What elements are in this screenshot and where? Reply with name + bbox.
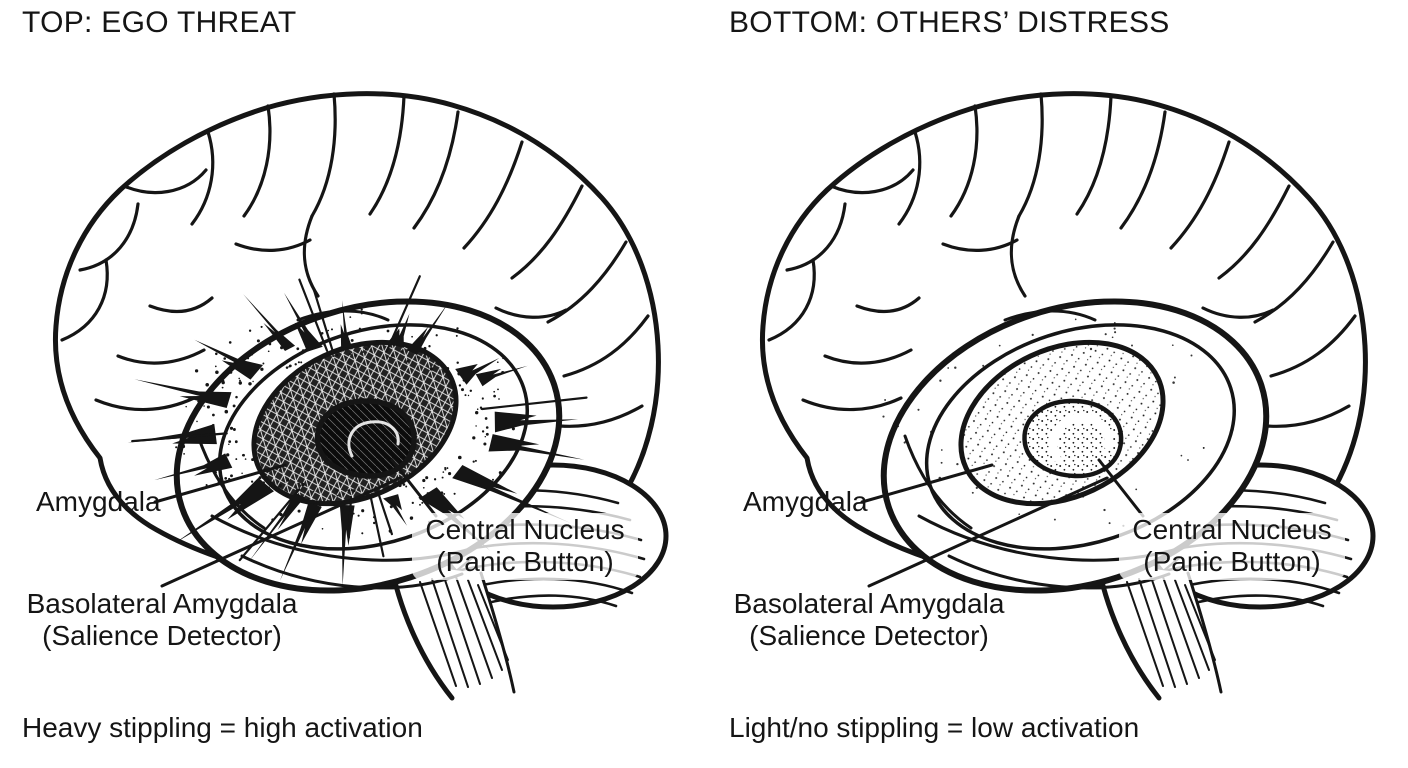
leader-lines — [860, 458, 1145, 588]
basolateral-label-line1: Basolateral Amygdala — [733, 588, 1005, 619]
gyri-sulci-lines — [767, 92, 1357, 524]
central-nucleus-leader-line — [1097, 458, 1145, 518]
amygdala-label: Amygdala — [36, 486, 161, 517]
basolateral-label-line2: (Salience Detector) — [42, 620, 282, 652]
basolateral-leader-line — [867, 476, 1109, 588]
light-stipple-dots — [882, 318, 1234, 527]
basolateral-amygdala-label: Basolateral Amygdala (Salience Detector) — [14, 588, 310, 653]
central-label-line1: Central Nucleus — [1132, 514, 1332, 545]
amygdala-leader-line — [153, 463, 287, 504]
brain-stem — [1094, 555, 1223, 701]
central-label-line1: Central Nucleus — [425, 514, 625, 545]
central-nucleus-leader-line — [390, 458, 438, 518]
basolateral-leader-line — [160, 476, 402, 588]
activation-needles — [131, 275, 588, 562]
amygdala-label: Amygdala — [743, 486, 868, 517]
panel-title: BOTTOM: OTHERS’ DISTRESS — [729, 6, 1170, 39]
basolateral-amygdala-label: Basolateral Amygdala (Salience Detector) — [721, 588, 1017, 653]
legend-caption: Heavy stippling = high activation — [22, 712, 423, 743]
gyri-sulci-lines — [60, 92, 650, 524]
central-label-line2: (Panic Button) — [436, 546, 614, 578]
basolateral-label-line1: Basolateral Amygdala — [26, 588, 298, 619]
central-nucleus-label: Central Nucleus (Panic Button) — [1119, 513, 1345, 580]
panel-title: TOP: EGO THREAT — [22, 6, 297, 39]
legend-caption: Light/no stippling = low activation — [729, 712, 1140, 743]
leader-lines — [153, 458, 438, 588]
central-nucleus-label: Central Nucleus (Panic Button) — [412, 513, 638, 580]
basolateral-label-line2: (Salience Detector) — [749, 620, 989, 652]
central-nucleus-shape — [314, 398, 417, 479]
panel-ego-threat: TOP: EGO THREAT Amygdala Basolateral Amy… — [14, 6, 669, 743]
central-label-line2: (Panic Button) — [1143, 546, 1321, 578]
amygdala-leader-line — [860, 463, 994, 504]
panel-others-distress: BOTTOM: OTHERS’ DISTRESS Amygdala Basola… — [707, 0, 1408, 768]
central-nucleus-shape — [1022, 398, 1124, 479]
